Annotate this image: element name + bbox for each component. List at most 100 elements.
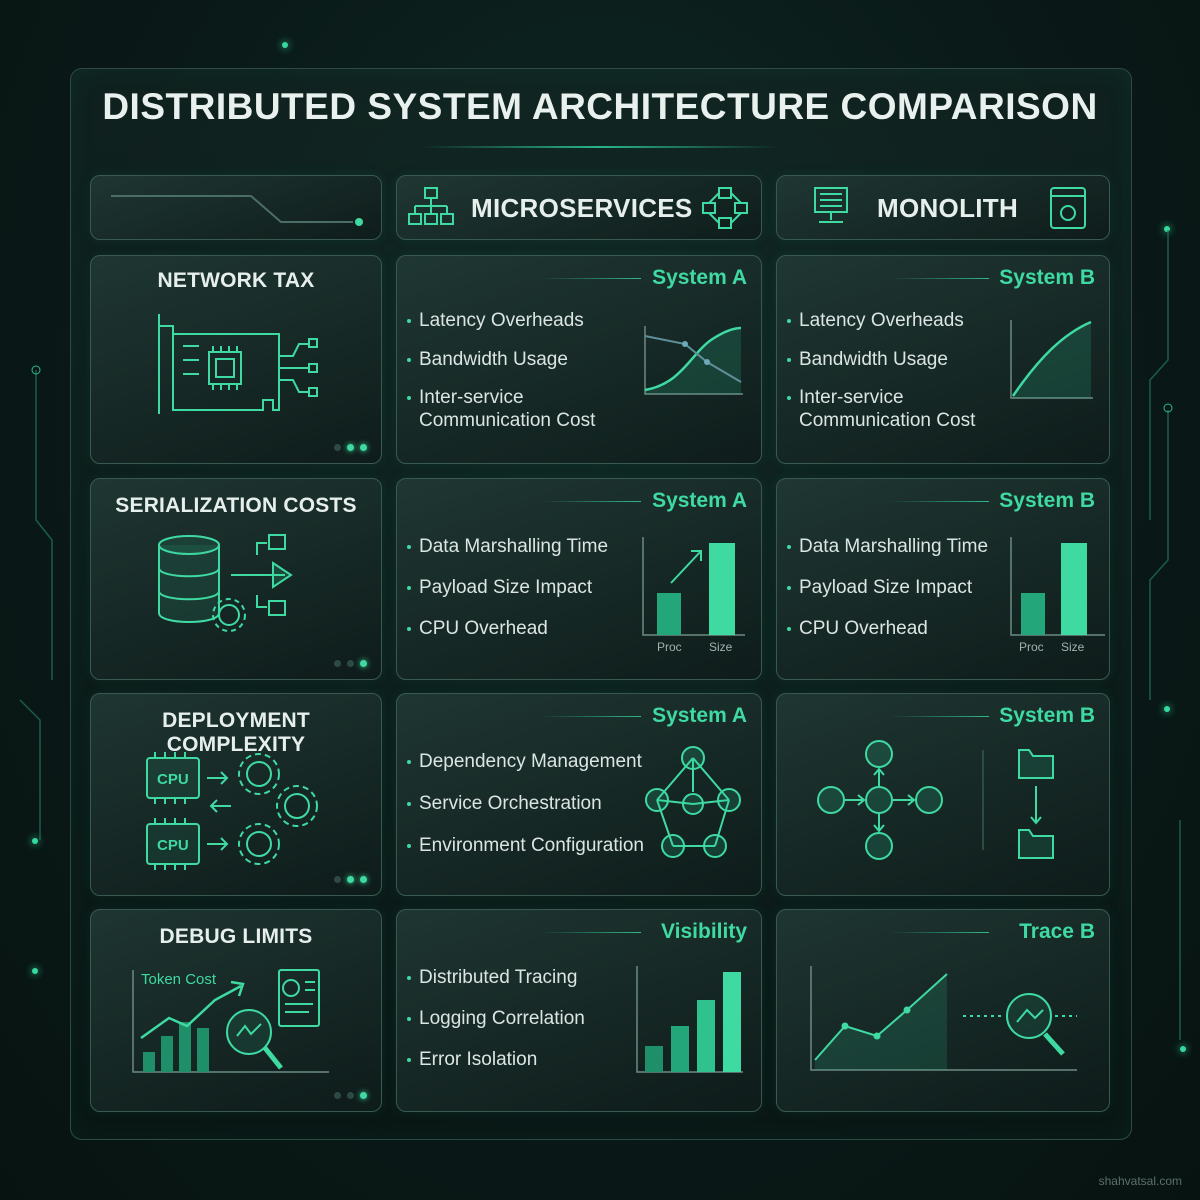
hierarchy-icon <box>408 187 454 225</box>
microservices-header: MICROSERVICES <box>396 175 762 240</box>
list-item: Latency Overheads <box>407 309 629 332</box>
serialization-b-list: Data Marshalling Time Payload Size Impac… <box>787 535 988 640</box>
circuit-decoration <box>111 195 363 226</box>
trace-b-tag: Trace B <box>1019 920 1095 943</box>
title-glow <box>420 146 780 148</box>
page-title: DISTRIBUTED SYSTEM ARCHITECTURE COMPARIS… <box>102 86 1098 127</box>
linear-flow-diagram <box>817 740 1054 860</box>
deployment-system-b-card: System B <box>776 693 1110 896</box>
mesh-graph-diagram <box>645 746 741 858</box>
list-item: CPU Overhead <box>407 617 608 640</box>
cpu-label: CPU <box>157 771 189 788</box>
decor-dot <box>1164 706 1170 712</box>
debug-visibility-card: Visibility Distributed Tracing Logging C… <box>396 909 762 1112</box>
list-item: Service Orchestration <box>407 792 644 815</box>
list-item: CPU Overhead <box>787 617 988 640</box>
tick-label: Proc <box>1019 640 1044 654</box>
system-b-tag: System B <box>999 704 1095 727</box>
decor-dot <box>282 42 288 48</box>
list-item: Payload Size Impact <box>787 576 988 599</box>
network-system-a-card: System A Latency Overheads Bandwidth Usa… <box>396 255 762 464</box>
monolith-header: MONOLITH <box>776 175 1110 240</box>
system-b-tag: System B <box>999 489 1095 512</box>
network-icon <box>702 187 748 229</box>
pagination-dots <box>334 1092 367 1099</box>
network-b-list: Latency Overheads Bandwidth Usage Inter-… <box>787 309 1009 432</box>
decor-dot <box>32 968 38 974</box>
header-blank-card <box>90 175 382 240</box>
pagination-dots <box>334 444 367 451</box>
serialization-card: SERIALIZATION COSTS <box>90 478 382 680</box>
deployment-a-list: Dependency Management Service Orchestrat… <box>407 750 644 857</box>
pagination-dots <box>334 876 367 883</box>
tag-line <box>889 501 989 502</box>
serialization-a-list: Data Marshalling Time Payload Size Impac… <box>407 535 608 640</box>
bar <box>645 1046 663 1072</box>
deployment-card: DEPLOYMENT COMPLEXITY CPU CPU <box>90 693 382 896</box>
serialization-system-a-card: System A Data Marshalling Time Payload S… <box>396 478 762 680</box>
tick-label: Size <box>709 640 733 654</box>
list-item: Distributed Tracing <box>407 966 585 989</box>
list-item: Error Isolation <box>407 1048 585 1071</box>
system-a-tag: System A <box>652 704 747 727</box>
decor-dot <box>1180 1046 1186 1052</box>
serialization-b-bars: Proc Size <box>1010 537 1105 654</box>
tick-label: Proc <box>657 640 682 654</box>
visibility-bar-chart <box>636 966 743 1073</box>
server-icon <box>814 187 848 223</box>
debug-analytics-icon: Token Cost <box>132 969 329 1073</box>
network-card-icon <box>158 314 318 414</box>
system-a-tag: System A <box>652 266 747 289</box>
list-item: Data Marshalling Time <box>787 535 988 558</box>
serialization-system-b-card: System B Data Marshalling Time Payload S… <box>776 478 1110 680</box>
debug-trace-card: Trace B <box>776 909 1110 1112</box>
database-icon <box>158 534 293 632</box>
network-a-list: Latency Overheads Bandwidth Usage Inter-… <box>407 309 629 432</box>
bar <box>671 1026 689 1072</box>
list-item: Latency Overheads <box>787 309 1009 332</box>
monolith-title: MONOLITH <box>877 193 1019 223</box>
tag-line <box>889 932 989 933</box>
deployment-system-a-card: System A Dependency Management Service O… <box>396 693 762 896</box>
deployment-title: DEPLOYMENT COMPLEXITY <box>162 709 310 756</box>
list-item: Data Marshalling Time <box>407 535 608 558</box>
serialization-title: SERIALIZATION COSTS <box>115 494 357 517</box>
bar-size <box>709 543 735 635</box>
microservices-title: MICROSERVICES <box>471 193 693 223</box>
debug-title: DEBUG LIMITS <box>159 925 313 948</box>
cpu-label: CPU <box>157 837 189 854</box>
list-item: Bandwidth Usage <box>787 348 1009 371</box>
bar-proc <box>1021 593 1045 635</box>
list-item: Environment Configuration <box>407 834 644 857</box>
serialization-a-bars: Proc Size <box>642 537 745 654</box>
network-tax-card: NETWORK TAX <box>90 255 382 464</box>
tag-line <box>541 278 641 279</box>
network-tax-title: NETWORK TAX <box>157 269 315 292</box>
trace-line-chart <box>810 966 1077 1071</box>
tag-line <box>541 501 641 502</box>
list-item: Inter-service Communication Cost <box>407 386 629 432</box>
bar <box>723 972 741 1072</box>
tag-line <box>541 932 641 933</box>
list-item: Inter-service Communication Cost <box>787 386 1009 432</box>
app-window-icon <box>1050 187 1086 229</box>
list-item: Logging Correlation <box>407 1007 585 1030</box>
pagination-dots <box>334 660 367 667</box>
decor-dot <box>32 838 38 844</box>
bar-size <box>1061 543 1087 635</box>
network-system-b-card: System B Latency Overheads Bandwidth Usa… <box>776 255 1110 464</box>
tag-line <box>889 716 989 717</box>
list-item: Bandwidth Usage <box>407 348 629 371</box>
tick-label: Size <box>1061 640 1085 654</box>
bar <box>697 1000 715 1072</box>
bar-proc <box>657 593 681 635</box>
growth-curve-chart <box>1010 320 1093 399</box>
decor-dot <box>1164 226 1170 232</box>
token-cost-label: Token Cost <box>141 971 217 988</box>
visibility-tag: Visibility <box>661 920 747 943</box>
watermark: shahvatsal.com <box>1098 1174 1182 1188</box>
cpu-gears-icon: CPU CPU <box>146 752 318 870</box>
list-item: Dependency Management <box>407 750 644 773</box>
list-item: Payload Size Impact <box>407 576 608 599</box>
